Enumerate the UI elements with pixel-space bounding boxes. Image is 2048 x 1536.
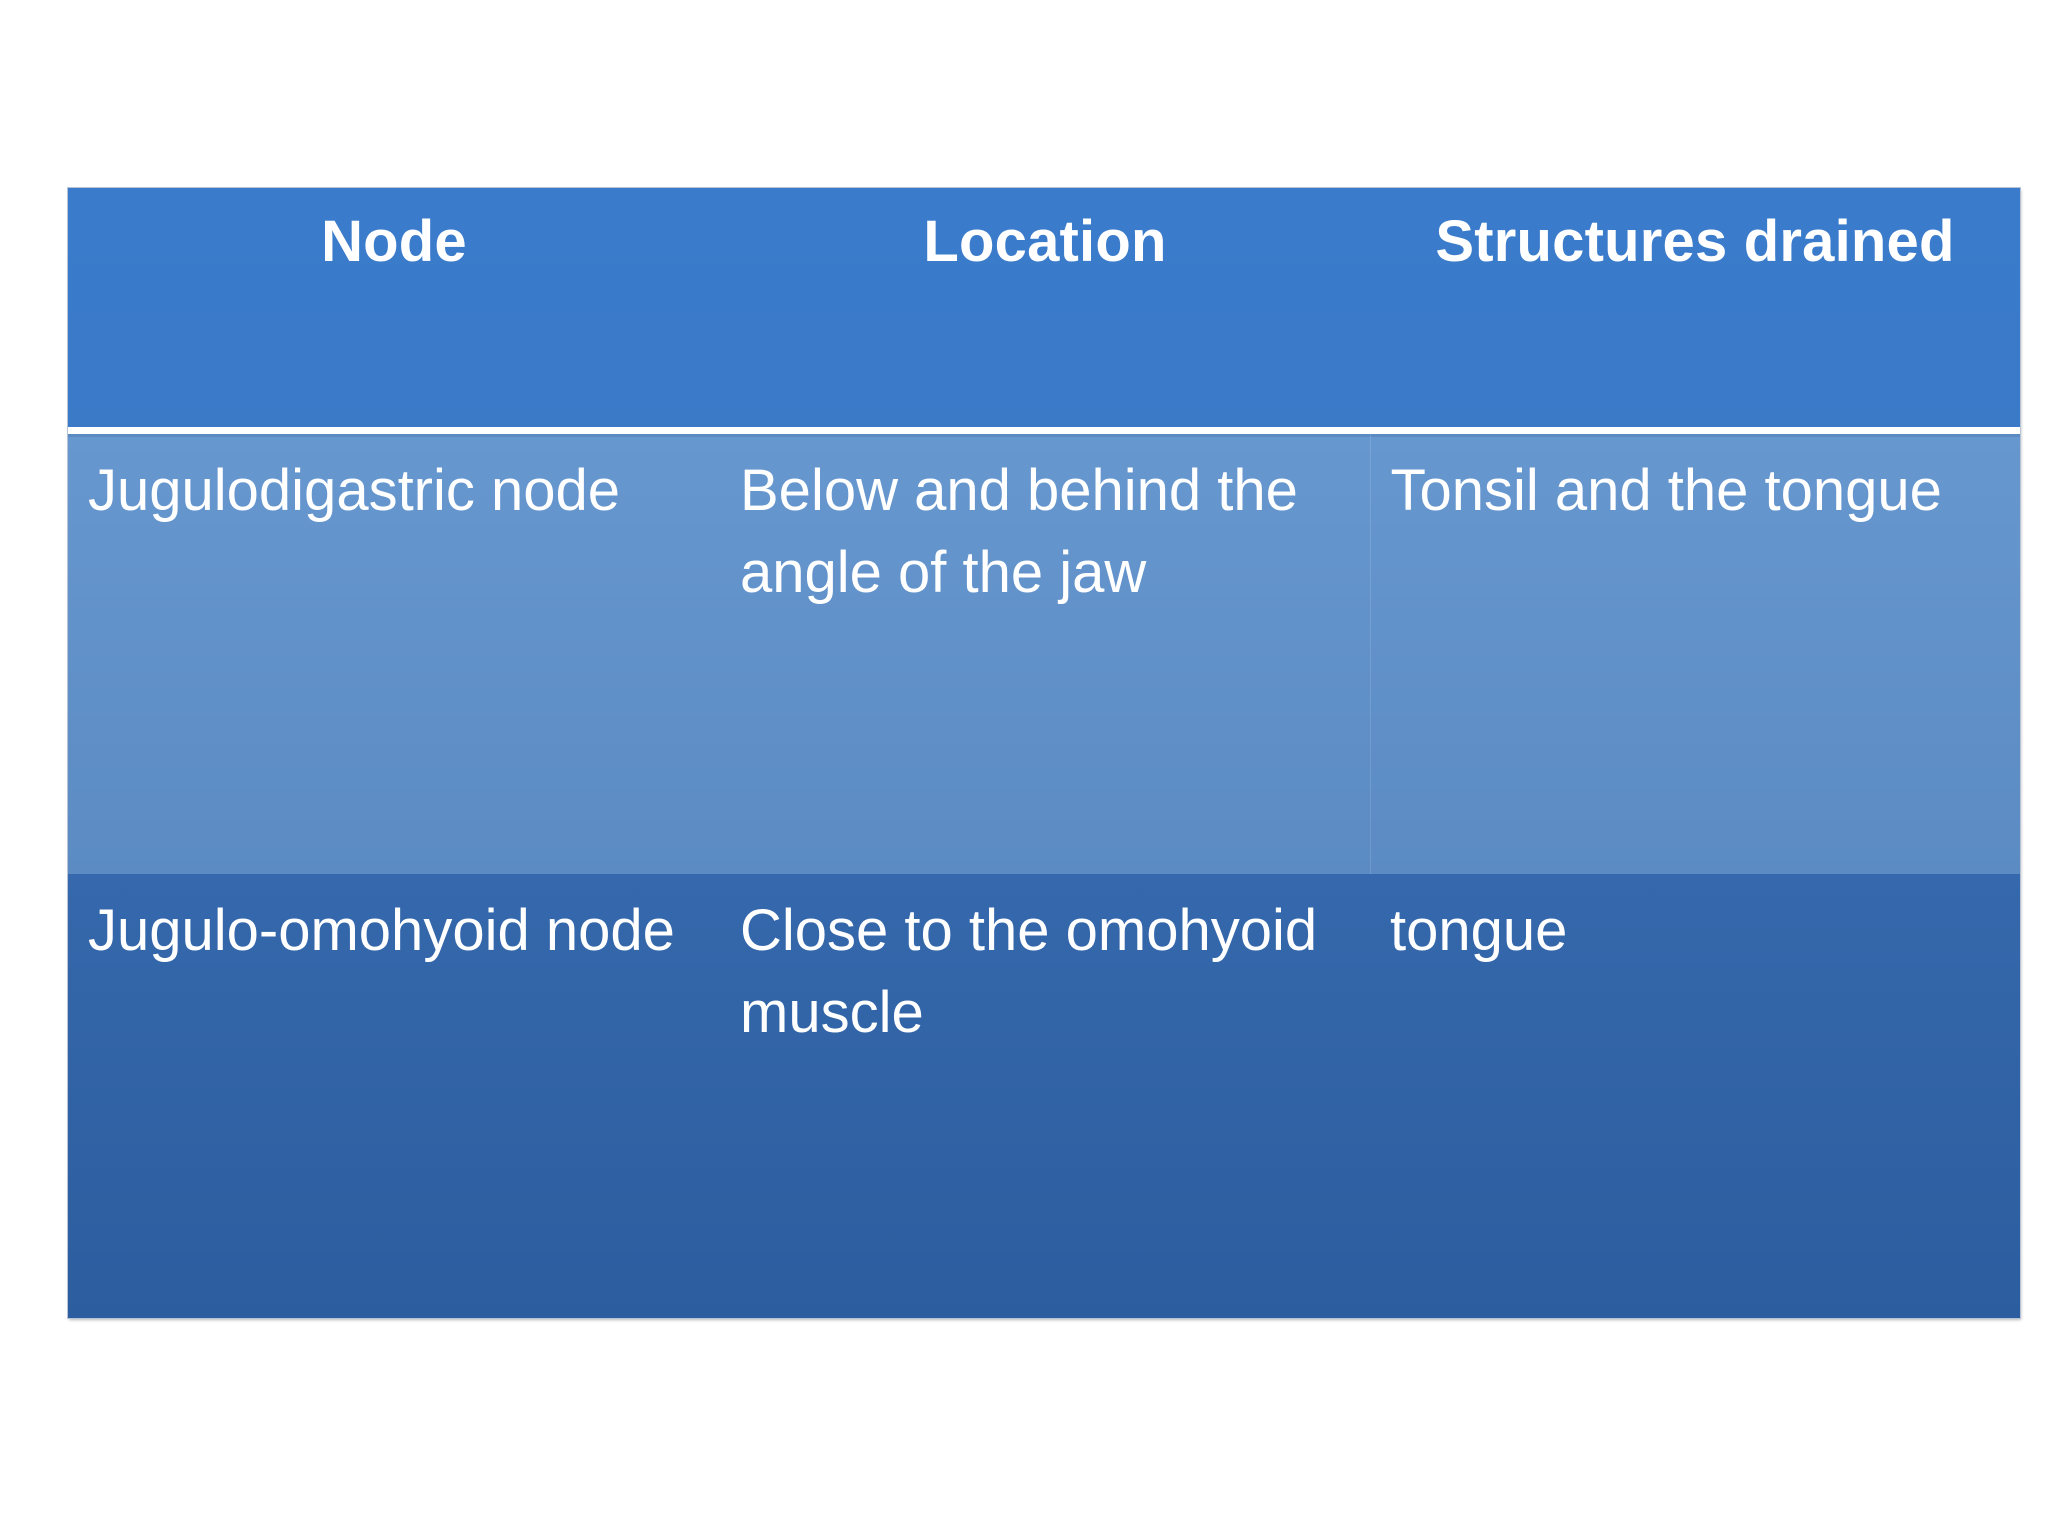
table-row: Jugulo-omohyoid node Close to the omohyo… bbox=[68, 874, 2020, 1318]
cell-structures-drained: Tonsil and the tongue bbox=[1369, 430, 2020, 874]
header-structures-drained: Structures drained bbox=[1435, 209, 1955, 274]
table-header-row: Node Location Structures drained bbox=[68, 188, 2020, 430]
cell-structures-drained: tongue bbox=[1390, 898, 1568, 963]
header-node: Node bbox=[321, 209, 467, 274]
cell-node: Jugulodigastric node bbox=[88, 457, 621, 523]
cell-location: Below and behind the angle of the jaw bbox=[740, 457, 1298, 605]
cell-node: Jugulo-omohyoid node bbox=[88, 898, 675, 963]
cell-location: Close to the omohyoid muscle bbox=[740, 898, 1318, 1045]
table-row: Jugulodigastric node Below and behind th… bbox=[68, 430, 2020, 874]
table: Node Location Structures drained Jugulod… bbox=[68, 188, 2020, 1318]
header-location: Location bbox=[923, 209, 1167, 274]
lymph-node-table: Node Location Structures drained Jugulod… bbox=[67, 187, 2021, 1319]
